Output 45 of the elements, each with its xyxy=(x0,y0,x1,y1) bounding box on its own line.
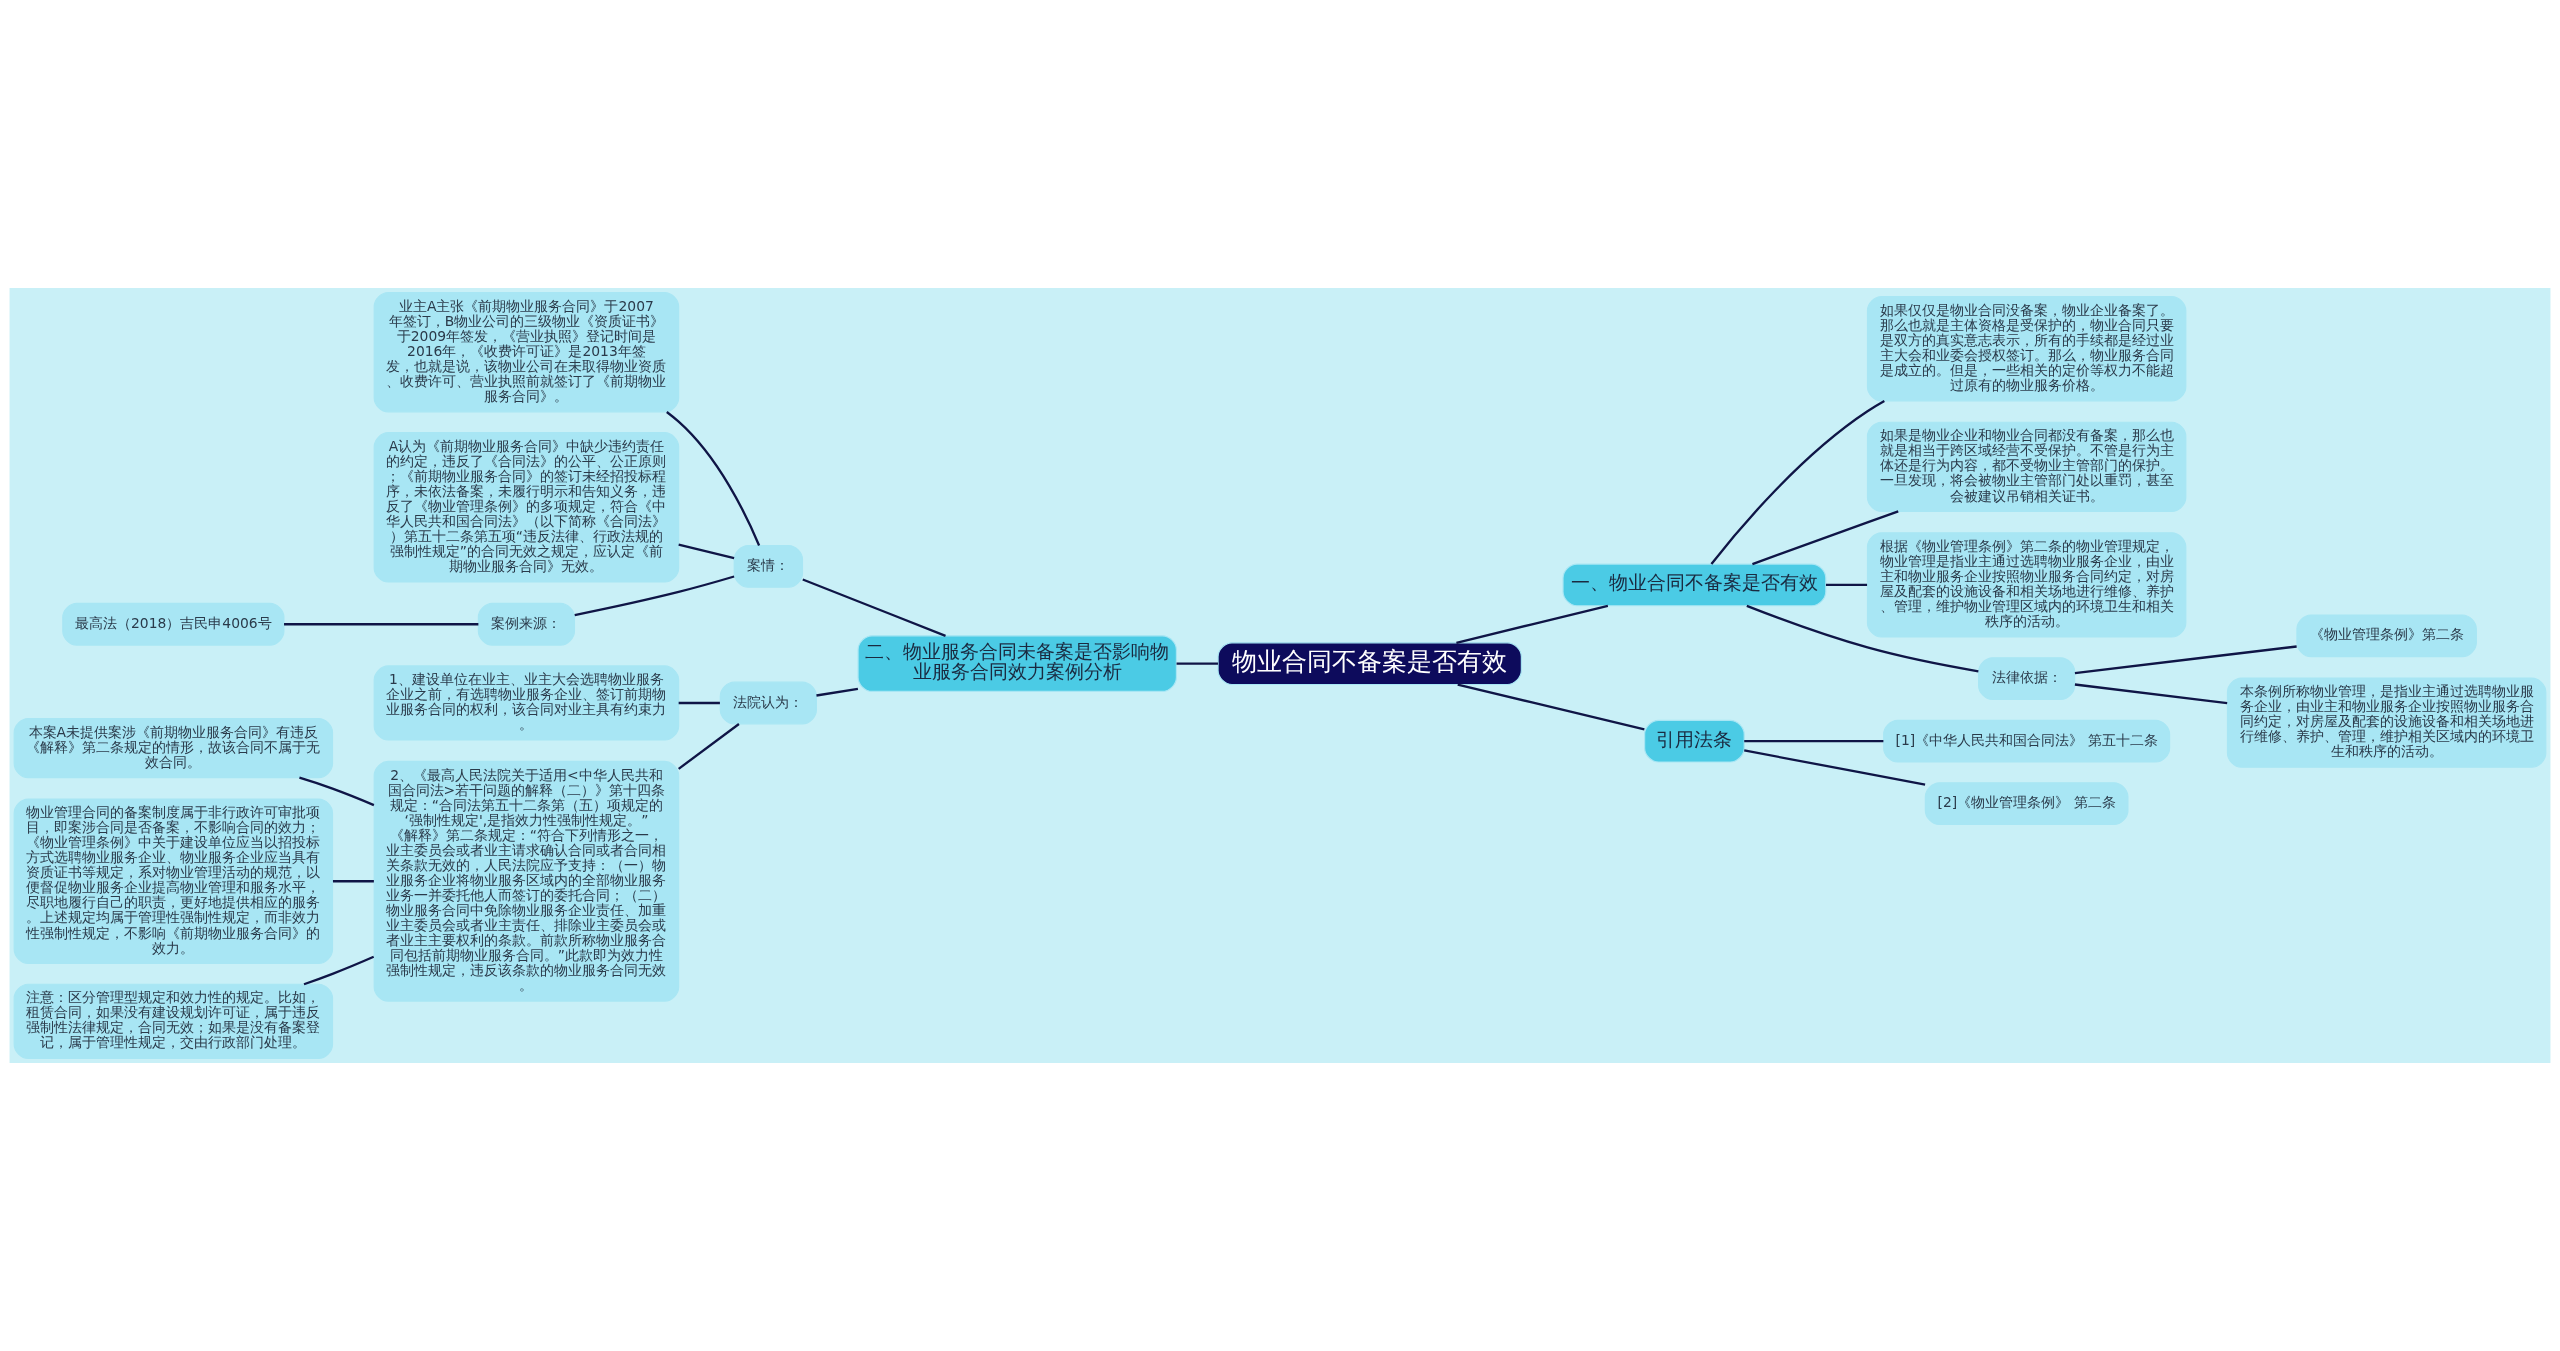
node-box: [1]《中华人民共和国合同法》 第五十二条 xyxy=(1883,719,2171,763)
node-box: 最高法（2018）吉民申4006号 xyxy=(62,602,285,646)
connector xyxy=(1746,604,1979,673)
node-box: 本案A未提供案涉《前期物业服务合同》有违反《解释》第二条规定的情形，故该合同不属于无效合同。 xyxy=(13,718,334,779)
connector xyxy=(1825,583,1868,587)
node-box: 根据《物业管理条例》第二条的物业管理规定，物业管理是指业主通过选聘物业服务企业，由业主和物业服务企业按照物业服务合同约定，对房屋及配套的设施设备和相关场地进行维修、养护、管理，维护物业管理区域内的环境卫生和相关秩序的活动。 xyxy=(1866,532,2187,638)
connector xyxy=(1457,683,1645,731)
connector xyxy=(284,623,479,626)
connector xyxy=(802,578,946,637)
connector xyxy=(678,543,735,560)
connector xyxy=(574,575,735,617)
node-box: A认为《前期物业服务合同》中缺少违约责任的约定，违反了《合同法》的公平、公正原则；《前期物业服务合同》的签订未经招投标程序，未依法备案，未履行明示和告知义务，违反了《物业管理条例》的多项规定，符合《中华人民共和国合同法》（以下简称《合同法》）第五十二条第五项“违反法律、行政法规的强制性规定”的合同无效之规定，应认定《前期物业服务合同》无效。 xyxy=(373,432,680,583)
connector xyxy=(1176,662,1218,665)
connector xyxy=(666,411,761,546)
node-box: 二、物业服务合同未备案是否影响物业服务合同效力案例分析 xyxy=(857,635,1177,692)
connector xyxy=(1710,400,1885,565)
node-box: [2]《物业管理条例》 第二条 xyxy=(1924,782,2129,826)
connector xyxy=(1744,740,1884,743)
connector xyxy=(1744,749,1926,786)
node-box: 一、物业合同不备案是否有效 xyxy=(1562,563,1827,607)
node-box: 引用法条 xyxy=(1644,719,1745,763)
connector xyxy=(678,701,720,705)
connector xyxy=(677,723,740,770)
connector xyxy=(299,776,375,807)
connector xyxy=(1456,604,1609,644)
connector xyxy=(816,687,859,697)
node-box: 物业管理合同的备案制度属于非行政许可审批项目，即案涉合同是否备案，不影响合同的效力；《物业管理条例》中关于建设单位应当以招投标方式选聘物业服务企业、物业服务企业应当具有资质证书等规定，系对物业管理活动的规范，以便督促物业服务企业提高物业管理和服务水平，尽职地履行自己的职责，更好地提供相应的服务。上述规定均属于管理性强制性规定，而非效力性强制性规定，不影响《前期物业服务合同》的效力。 xyxy=(13,798,334,965)
node-box: 案情： xyxy=(733,544,804,588)
node-box: 2、《最高人民法院关于适用<中华人民共和国合同法>若干问题的解释（二）》第十四条规定：“合同法第五十二条第（五）项规定的‘强制性规定',是指效力性强制性规定。”《解释》第二条规定：“符合下列情形之一，业主委员会或者业主请求确认合同或者合同相关条款无效的，人民法院应予支持：（一）物业服务企业将物业服务区域内的全部物业服务业务一并委托他人而签订的委托合同；（二）物业服务合同中免除物业服务企业责任、加重业主委员会或者业主责任、排除业主委员会或者业主主要权利的条款。前款所称物业服务合同包括前期物业服务合同。”此款即为效力性强制性规定，违反该条款的物业服务合同无效。 xyxy=(373,760,680,1002)
node-box: 如果是物业企业和物业合同都没有备案，那么也就是相当于跨区域经营不受保护。不管是行为主体还是行为内容，都不受物业主管部门的保护。一旦发现，将会被物业主管部门处以重罚，甚至会被建议吊销相关证书。 xyxy=(1866,421,2187,512)
connector xyxy=(303,955,375,986)
connector xyxy=(1752,510,1899,566)
node-box: 法院认为： xyxy=(719,681,817,725)
node-box: 法律依据： xyxy=(1978,657,2076,701)
node-box: 案例来源： xyxy=(477,602,576,646)
connector xyxy=(332,880,374,883)
node-box: 注意：区分管理型规定和效力性的规定。比如，租赁合同，如果没有建设规划许可证，属于违反强制性法律规定，合同无效；如果是没有备案登记，属于管理性规定，交由行政部门处理。 xyxy=(13,983,334,1059)
connector xyxy=(2074,645,2297,675)
node-box: 物业合同不备案是否有效 xyxy=(1217,642,1522,686)
node-box: 本条例所称物业管理，是指业主通过选聘物业服务企业，由业主和物业服务企业按照物业服务合同约定，对房屋及配套的设施设备和相关场地进行维修、养护、管理，维护相关区域内的环境卫生和秩序的活动。 xyxy=(2226,677,2547,768)
node-box: 业主A主张《前期物业服务合同》于2007年签订，B物业公司的三级物业《资质证书》于2009年签发，《营业执照》登记时间是2016年，《收费许可证》是2013年签发，也就是说，该物业公司在未取得物业资质、收费许可、营业执照前就签订了《前期物业服务合同》。 xyxy=(373,292,680,413)
connector xyxy=(2074,683,2228,705)
node-box: 《物业管理条例》第二条 xyxy=(2296,614,2477,658)
node-box: 1、建设单位在业主、业主大会选聘物业服务企业之前，有选聘物业服务企业、签订前期物业服务合同的权利，该合同对业主具有约束力。 xyxy=(373,665,680,741)
node-box: 如果仅仅是物业合同没备案，物业企业备案了。那么也就是主体资格是受保护的，物业合同只要是双方的真实意志表示，所有的手续都是经过业主大会和业委会授权签订。那么，物业服务合同是成立的。但是，一些相关的定价等权力不能超过原有的物业服务价格。 xyxy=(1866,296,2187,402)
